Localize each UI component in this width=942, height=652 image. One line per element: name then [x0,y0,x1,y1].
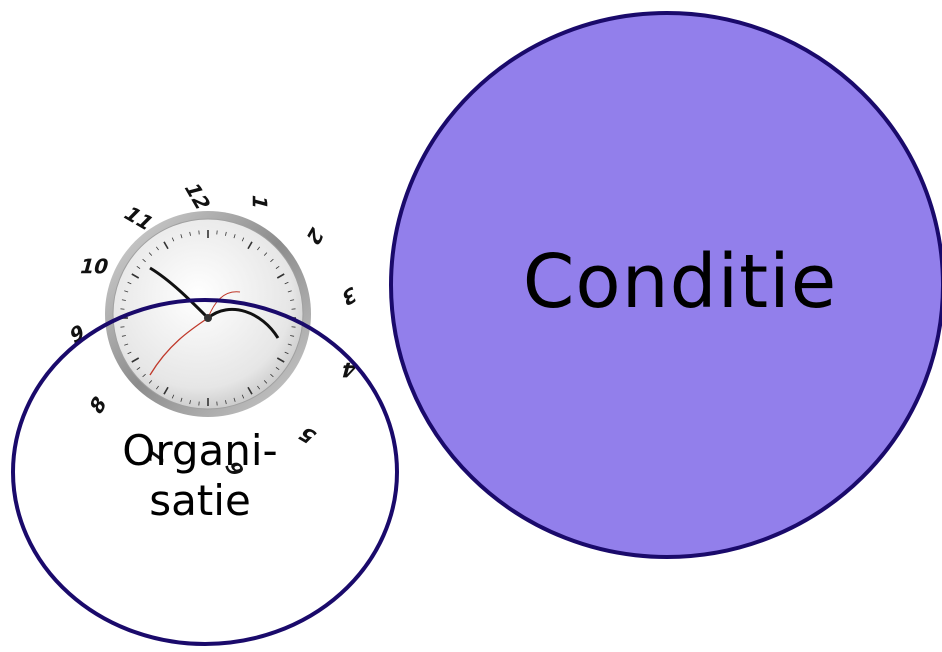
clock-numeral: 2 [303,222,327,251]
organisatie-label-line2: satie [70,476,330,526]
clock-numeral: 4 [339,358,359,382]
conditie-label: Conditie [470,240,890,325]
clock-center [204,314,212,322]
organisatie-label-line1: Organi- [70,426,330,476]
clock-numeral: 1 [248,192,272,212]
organisatie-label: Organi- satie [70,426,330,527]
clock-numeral: 12 [179,181,216,211]
conditie-label-text: Conditie [523,239,837,325]
clock-numeral: 3 [340,281,358,312]
clock-numeral: 8 [86,390,110,419]
clock-numeral: 10 [77,255,111,279]
